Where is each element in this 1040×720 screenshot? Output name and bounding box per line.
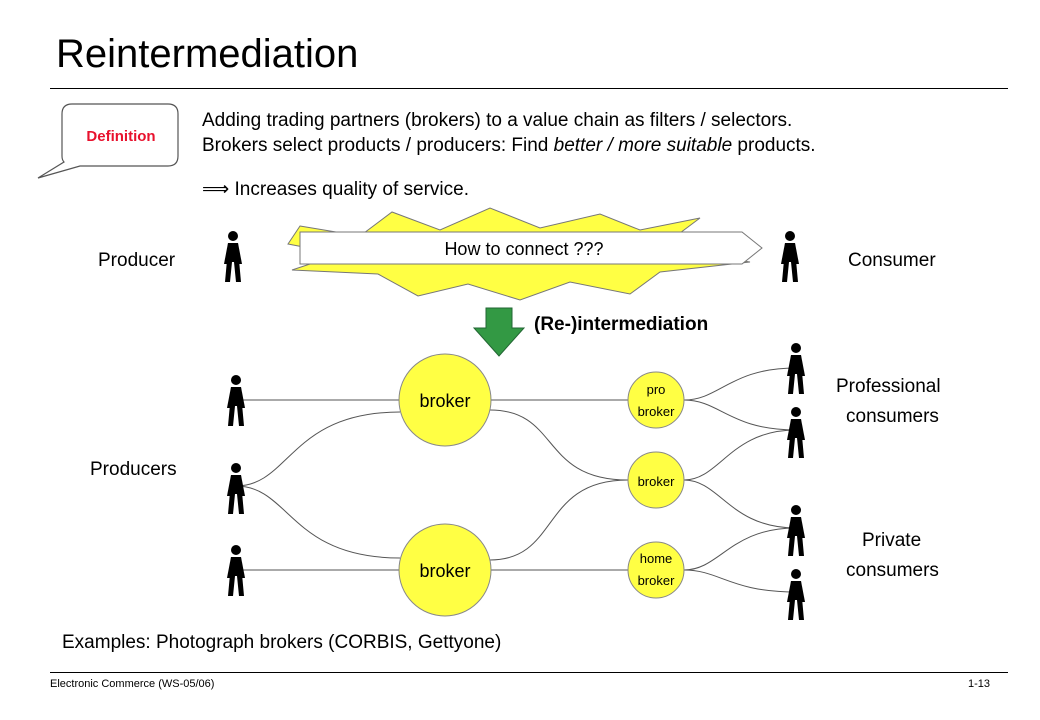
professional-consumer-1-icon [787, 343, 805, 394]
examples-text: Examples: Photograph brokers (CORBIS, Ge… [62, 632, 502, 653]
producers-label: Producers [90, 459, 177, 480]
connect-arrow [299, 231, 763, 265]
text-line-2-post: products. [732, 135, 816, 156]
home-broker-circle [627, 541, 685, 599]
producer-1-icon [227, 375, 245, 426]
page-title: Reintermediation [56, 32, 359, 76]
producer-3-icon [227, 545, 245, 596]
footer-page-number: 1-13 [968, 678, 991, 690]
private-label-2: consumers [846, 560, 939, 581]
professional-label-2: consumers [846, 406, 939, 427]
text-line-2: Brokers select products / producers: Fin… [202, 135, 816, 157]
home-broker-label-2: broker [638, 573, 676, 588]
footer-rule [50, 672, 1008, 673]
professional-consumer-2-icon [787, 407, 805, 458]
pro-broker-label-2: broker [638, 404, 676, 419]
definition-bubble [37, 103, 179, 179]
definition-label: Definition [86, 128, 155, 145]
pro-broker-circle [627, 371, 685, 429]
home-broker-label-1: home [640, 551, 673, 566]
text-line-3: ⟹ Increases quality of service. [202, 178, 469, 201]
text-line-2-pre: Brokers select products / producers: Fin… [202, 135, 554, 156]
connect-question: How to connect ??? [444, 239, 603, 259]
footer-course: Electronic Commerce (WS-05/06) [50, 678, 215, 690]
text-line-3-body: Increases quality of service. [234, 179, 469, 200]
pro-broker-label-1: pro [647, 382, 666, 397]
reintermediation-label: (Re-)intermediation [534, 314, 709, 335]
private-consumer-2-icon [787, 569, 805, 620]
title-rule [50, 88, 1008, 89]
broker-bottom-circle [398, 523, 492, 617]
implies-arrow-icon: ⟹ [202, 179, 230, 200]
green-down-arrow-icon [472, 307, 526, 357]
consumer-person-icon [781, 231, 799, 282]
text-line-1: Adding trading partners (brokers) to a v… [202, 110, 793, 131]
private-label-1: Private [862, 530, 922, 551]
consumer-label: Consumer [848, 250, 936, 271]
text-line-2-emphasis: better / more suitable [553, 135, 733, 156]
mid-broker-circle [627, 451, 685, 509]
broker-top-label: broker [419, 391, 470, 411]
producer-person-icon [224, 231, 242, 282]
broker-bottom-label: broker [419, 561, 470, 581]
producer-label: Producer [98, 250, 176, 271]
professional-label-1: Professional [836, 376, 941, 397]
network-lines [235, 367, 797, 593]
broker-top-circle [398, 353, 492, 447]
private-consumer-1-icon [787, 505, 805, 556]
producer-2-icon [227, 463, 245, 514]
mid-broker-label: broker [638, 474, 676, 489]
